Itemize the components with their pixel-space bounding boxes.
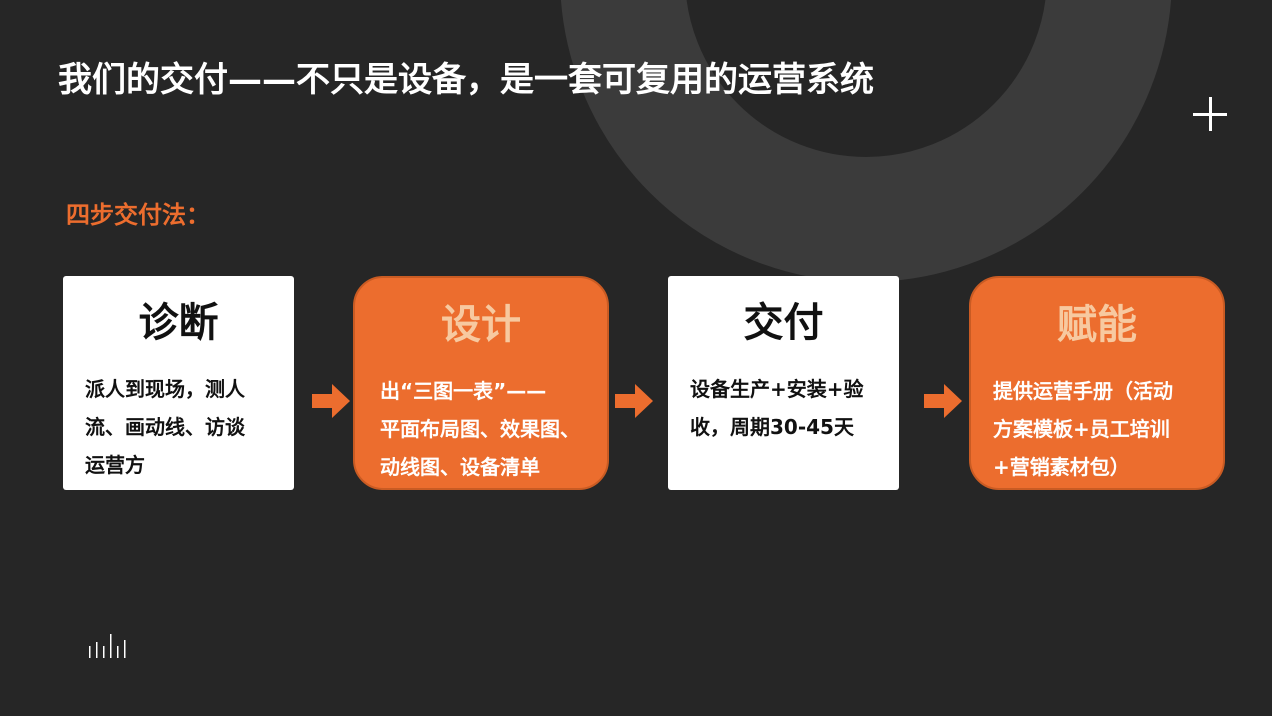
arrow-right-icon (615, 384, 653, 418)
step-card-diagnosis: 诊断 派人到现场，测人 流、画动线、访谈 运营方 (63, 276, 294, 490)
step-description-line: 平面布局图、效果图、 (380, 417, 580, 441)
step-description-line: 动线图、设备清单 (380, 455, 540, 479)
page-title: 我们的交付——不只是设备，是一套可复用的运营系统 (58, 60, 874, 100)
step-description-line: 设备生产+安装+验 (690, 377, 864, 401)
step-description-line: 提供运营手册（活动 (993, 379, 1173, 403)
step-description-line: 流、画动线、访谈 (85, 415, 245, 439)
step-card-design: 设计 出“三图一表”—— 平面布局图、效果图、 动线图、设备清单 (353, 276, 609, 490)
arrow-right-icon (312, 384, 350, 418)
step-description: 出“三图一表”—— 平面布局图、效果图、 动线图、设备清单 (380, 372, 580, 486)
arrow-right-icon (924, 384, 962, 418)
step-description-line: 收，周期30-45天 (690, 415, 854, 439)
step-title: 交付 (743, 300, 824, 346)
step-description-line: 派人到现场，测人 (85, 377, 245, 401)
section-subtitle: 四步交付法： (66, 201, 210, 229)
step-description-line: 运营方 (85, 453, 145, 477)
sound-wave-icon (89, 634, 126, 658)
step-description-line: +营销素材包） (993, 455, 1130, 479)
step-description: 派人到现场，测人 流、画动线、访谈 运营方 (85, 370, 245, 484)
step-description: 提供运营手册（活动 方案模板+员工培训 +营销素材包） (993, 372, 1173, 486)
step-description: 设备生产+安装+验 收，周期30-45天 (690, 370, 864, 446)
step-card-delivery: 交付 设备生产+安装+验 收，周期30-45天 (668, 276, 899, 490)
step-card-enablement: 赋能 提供运营手册（活动 方案模板+员工培训 +营销素材包） (969, 276, 1225, 490)
background-ring-decoration (560, 0, 1172, 282)
step-title: 设计 (441, 302, 521, 348)
step-description-line: 出“三图一表”—— (380, 379, 547, 403)
plus-icon (1193, 97, 1227, 131)
step-title: 诊断 (138, 300, 219, 346)
step-title: 赋能 (1057, 302, 1137, 348)
step-description-line: 方案模板+员工培训 (993, 417, 1170, 441)
